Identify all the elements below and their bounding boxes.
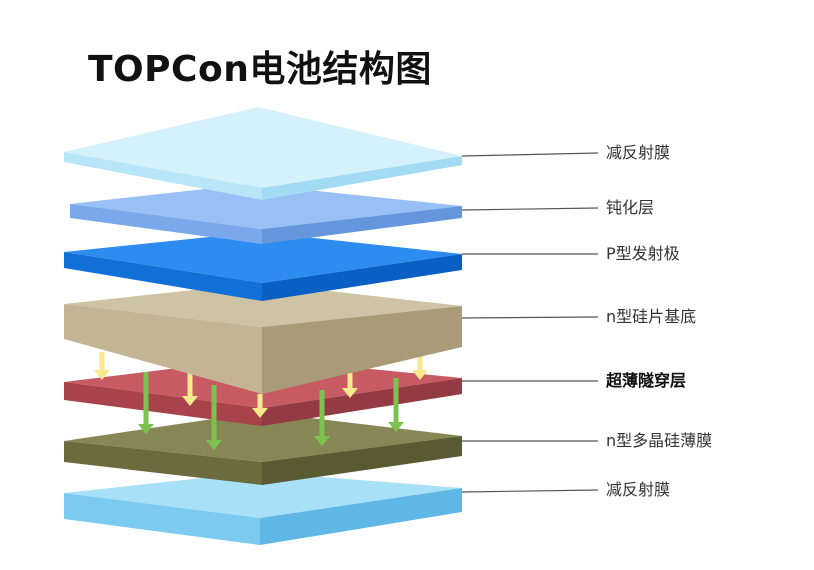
layer-anti-reflection-bottom bbox=[64, 472, 462, 545]
label-anti-reflection-top: 减反射膜 bbox=[606, 143, 671, 162]
green-arrow bbox=[138, 372, 154, 434]
carrier-arrows bbox=[94, 352, 428, 450]
layer-p-emitter bbox=[64, 232, 462, 301]
layer-n-polysilicon bbox=[64, 412, 462, 485]
label-tunneling: 超薄隧穿层 bbox=[606, 371, 687, 390]
yellow-arrow bbox=[252, 394, 268, 418]
yellow-arrow bbox=[342, 370, 358, 398]
layer-n-silicon-substrate bbox=[64, 283, 462, 394]
diagram-title: TOPCon电池结构图 bbox=[88, 49, 432, 90]
label-passivation: 钝化层 bbox=[606, 198, 655, 217]
leader-lines bbox=[461, 152, 599, 493]
layer-anti-reflection-top bbox=[64, 107, 462, 200]
green-arrow bbox=[388, 378, 404, 432]
layer-passivation bbox=[70, 184, 462, 244]
yellow-arrow bbox=[182, 372, 198, 406]
label-p-emitter: P型发射极 bbox=[606, 244, 680, 263]
label-n-polysilicon: n型多晶硅薄膜 bbox=[606, 431, 713, 450]
label-anti-reflection-bottom: 减反射膜 bbox=[606, 480, 671, 499]
green-arrow bbox=[206, 385, 222, 450]
yellow-arrow bbox=[94, 352, 110, 380]
green-arrow bbox=[314, 390, 330, 446]
label-n-silicon-substrate: n型硅片基底 bbox=[606, 307, 697, 326]
